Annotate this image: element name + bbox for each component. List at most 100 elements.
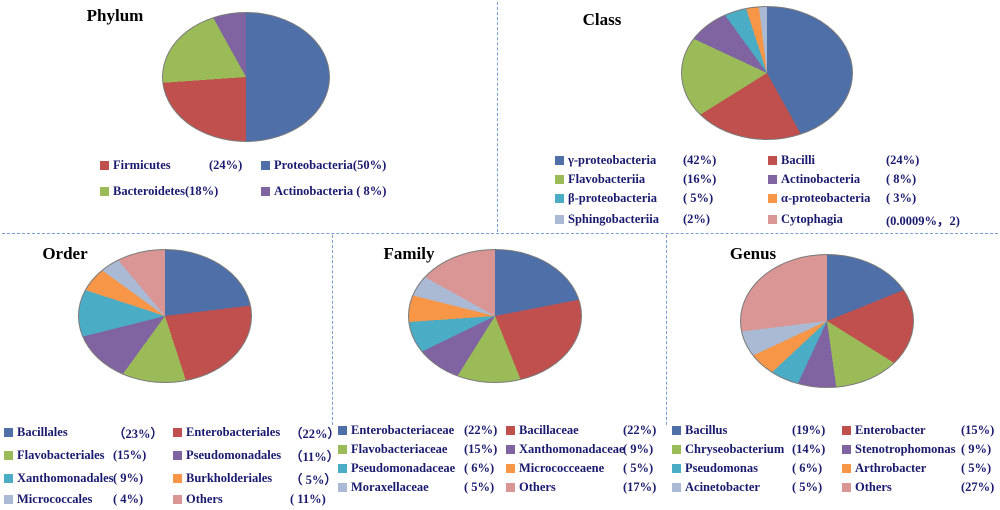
panel-family: Family Enterobacteriaceae (22%) Bacillac… [334,235,666,500]
legend-row: Flavobacteriaceae (15%) Xanthomonadaceae… [338,442,656,457]
swatch-icon [672,464,681,473]
legend-item-bacilli[interactable]: Bacilli (24%) [768,153,919,168]
legend-item-bacillaceae[interactable]: Bacillaceae (22%) [506,423,656,438]
divider-vertical-order-family [332,235,333,425]
legend-item-acinetobacter[interactable]: Acinetobacter ( 5%) [672,480,842,495]
legend-label: Bacillus [685,423,728,437]
legend-label: Bacillales [17,425,68,439]
legend-value: (24%) [209,158,243,172]
legend-item-cytophagia[interactable]: Cytophagia (0.0009%，2) [768,210,960,229]
legend-item-beta-proteobacteria[interactable]: β-proteobacteria ( 5%) [555,191,768,206]
legend-item-flavobacteriales[interactable]: Flavobacteriales (15%) [4,448,173,463]
legend-item-chryseobacterium[interactable]: Chryseobacterium (14%) [672,442,842,457]
legend-item-flavobacteriia[interactable]: Flavobacteriia (16%) [555,172,768,187]
legend-item-others[interactable]: Others (17%) [506,480,656,495]
legend-value: （ 5%） [290,473,337,487]
legend-label: Flavobacteriaceae [351,442,448,456]
panel-class: Class γ-proteobacteria (42%) Bacilli (24… [499,0,1000,232]
legend-item-pseudomonadales[interactable]: Pseudomonadales （11%） [173,446,339,465]
legend-item-bacillales[interactable]: Bacillales （23%） [4,423,173,442]
divider-vertical-family-genus [666,235,667,425]
legend-row: Flavobacteriia (16%) Actinobacteria ( 8%… [555,172,960,187]
legend-label: Xanthomonadaceae [519,442,625,456]
legend-value: (22%) [464,423,498,437]
swatch-icon [842,445,851,454]
legend-label: Actinobacteria [781,172,861,186]
legend-row: Sphingobacteriia (2%) Cytophagia (0.0009… [555,210,960,229]
legend-item-xanthomonadaceae[interactable]: Xanthomonadaceae ( 9%) [506,442,653,457]
legend-value: ( 5%) [683,191,714,205]
legend-value: (2%) [683,212,711,226]
legend-genus: Bacillus (19%) Enterobacter (15%) Chryse… [672,423,994,498]
legend-item-enterobacter[interactable]: Enterobacter (15%) [842,423,994,438]
page-title-genus: Genus [729,244,777,263]
legend-item-gamma-proteobacteria[interactable]: γ-proteobacteria (42%) [555,153,768,168]
legend-item-proteobacteria[interactable]: Proteobacteria(50%) [261,158,386,173]
legend-item-pseudomonadaceae[interactable]: Pseudomonadaceae ( 6%) [338,461,506,476]
legend-label: β-proteobacteria [568,191,657,205]
legend-item-actinobacteria[interactable]: Actinobacteria ( 8%) [768,172,916,187]
legend-label: γ-proteobacteria [568,153,657,167]
legend-row: Firmicutes (24%) Proteobacteria(50%) [100,158,386,173]
legend-item-bacteroidetes[interactable]: Bacteroidetes(18%) [100,184,261,199]
legend-value: （23%） [113,427,164,441]
swatch-icon [672,445,681,454]
legend-item-pseudomonas[interactable]: Pseudomonas ( 6%) [672,461,842,476]
legend-row: Acinetobacter ( 5%) Others (27%) [672,480,994,495]
legend-item-arthrobacter[interactable]: Arthrobacter ( 5%) [842,461,991,476]
legend-item-alpha-proteobacteria[interactable]: α-proteobacteria ( 3%) [768,191,916,206]
legend-label: Enterobacteriaceae [351,423,455,437]
swatch-icon [672,483,681,492]
swatch-icon [4,474,13,483]
legend-item-firmicutes[interactable]: Firmicutes (24%) [100,158,261,173]
legend-label: Firmicutes [113,158,171,172]
swatch-icon [338,426,347,435]
legend-label: Proteobacteria(50%) [274,158,387,172]
legend-value: (24%) [886,153,920,167]
swatch-icon [555,156,564,165]
swatch-icon [338,464,347,473]
legend-row: β-proteobacteria ( 5%) α-proteobacteria … [555,191,960,206]
legend-label: Moraxellaceae [351,480,429,494]
swatch-icon [4,451,13,460]
swatch-icon [4,428,13,437]
pie-chart-class [681,6,853,140]
legend-value: (15%) [464,442,498,456]
legend-item-burkholderiales[interactable]: Burkholderiales （ 5%） [173,469,337,488]
pie-chart-family [408,249,582,383]
legend-row: Bacillus (19%) Enterobacter (15%) [672,423,994,438]
swatch-icon [100,187,109,196]
swatch-icon [173,474,182,483]
legend-value: ( 5%) [623,461,654,475]
legend-item-flavobacteriaceae[interactable]: Flavobacteriaceae (15%) [338,442,506,457]
legend-item-enterobacteriaceae[interactable]: Enterobacteriaceae (22%) [338,423,506,438]
legend-label: Stenotrophomonas [855,442,956,456]
legend-item-moraxellaceae[interactable]: Moraxellaceae ( 5%) [338,480,506,495]
legend-item-others[interactable]: Others (27%) [842,480,994,495]
legend-value: (14%) [792,442,826,456]
swatch-icon [768,215,777,224]
legend-row: Chryseobacterium (14%) Stenotrophomonas … [672,442,994,457]
legend-item-actinobacteria[interactable]: Actinobacteria ( 8%) [261,184,386,199]
pie-chart-genus [740,254,914,388]
legend-item-micrococceaene[interactable]: Micrococceaene ( 5%) [506,461,653,476]
legend-item-sphingobacteriia[interactable]: Sphingobacteriia (2%) [555,212,768,227]
legend-item-xanthomonadales[interactable]: Xanthomonadales ( 9%) [4,471,173,486]
legend-row: Moraxellaceae ( 5%) Others (17%) [338,480,656,495]
legend-value: （11%） [290,450,340,464]
legend-label: Micrococceaene [519,461,605,475]
page-title-phylum: Phylum [86,6,144,25]
legend-label: Others [519,480,556,494]
legend-value: ( 9%) [113,471,144,485]
legend-value: (22%) [623,423,657,437]
legend-item-bacillus[interactable]: Bacillus (19%) [672,423,842,438]
legend-label: Sphingobacteriia [568,212,659,226]
swatch-icon [768,194,777,203]
swatch-icon [173,428,182,437]
swatch-icon [261,161,270,170]
legend-value: （22%） [290,427,341,441]
legend-item-stenotrophomonas[interactable]: Stenotrophomonas ( 9%) [842,442,991,457]
legend-item-enterobacteriales[interactable]: Enterobacteriales （22%） [173,423,340,442]
legend-label: Enterobacter [855,423,926,437]
legend-label: Actinobacteria ( 8%) [274,184,387,198]
